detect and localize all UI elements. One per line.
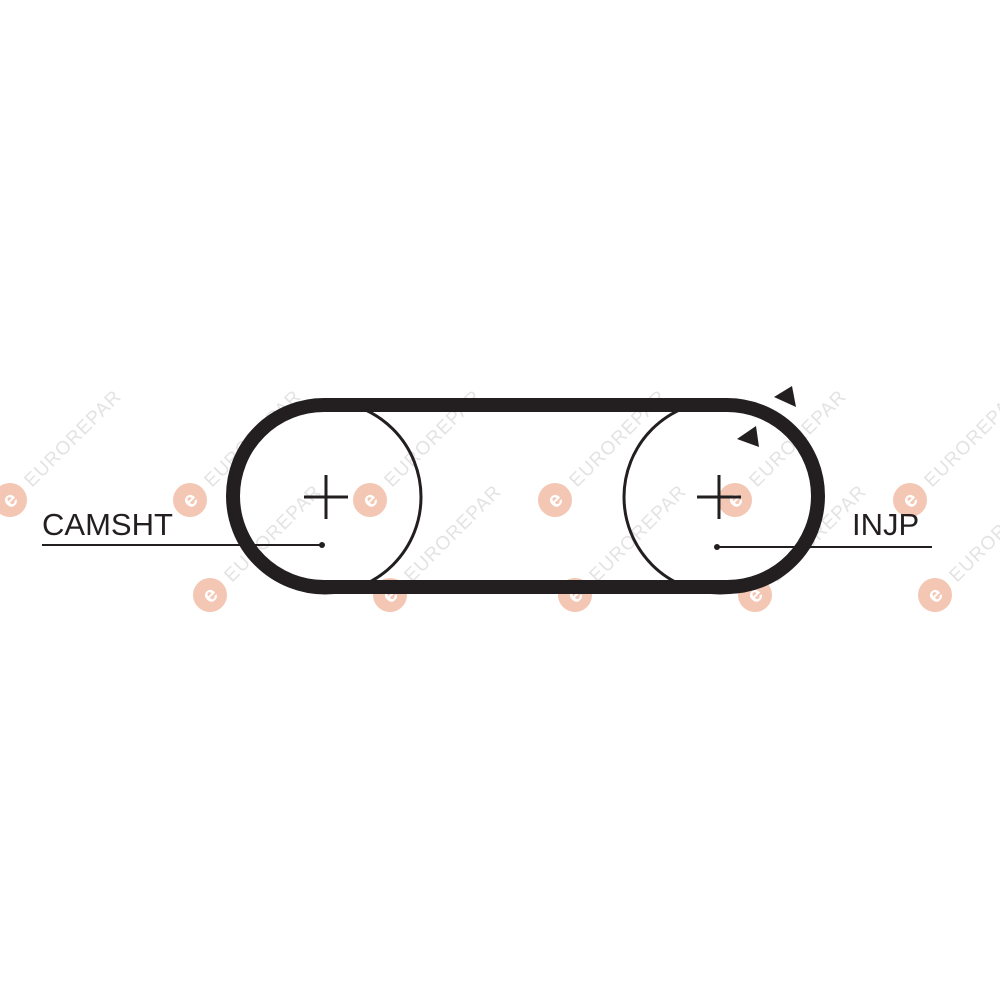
watermark-brand-text: EUROREPAR bbox=[921, 386, 1000, 491]
injection-pump-label: INJP bbox=[852, 507, 919, 542]
watermark-logo-icon bbox=[718, 483, 752, 517]
camshaft-label: CAMSHT bbox=[42, 507, 173, 542]
watermark-brand-text: EUROREPAR bbox=[946, 481, 1000, 586]
watermark-logo-icon bbox=[538, 483, 572, 517]
camshaft-pulley bbox=[227, 399, 423, 595]
watermark-logo-icon bbox=[893, 483, 927, 517]
rotation-direction-marker-upper bbox=[774, 386, 796, 407]
injection-pump-pulley bbox=[622, 399, 818, 595]
watermark-logo-icon bbox=[0, 483, 28, 517]
watermark-brand-text: EUROREPAR bbox=[586, 481, 691, 586]
camshaft-center-cross bbox=[304, 475, 348, 519]
injection-pump-center-cross bbox=[697, 475, 741, 519]
watermark-brand-text: EUROREPAR bbox=[21, 386, 126, 491]
watermark-logo-icon bbox=[193, 578, 227, 612]
rotation-direction-marker-lower bbox=[737, 426, 759, 447]
watermark-logo-icon bbox=[173, 483, 207, 517]
timing-belt bbox=[226, 398, 825, 594]
watermark-logo-icon bbox=[353, 483, 387, 517]
watermark-logo-icon bbox=[918, 578, 952, 612]
watermark-brand-text: EUROREPAR bbox=[401, 481, 506, 586]
